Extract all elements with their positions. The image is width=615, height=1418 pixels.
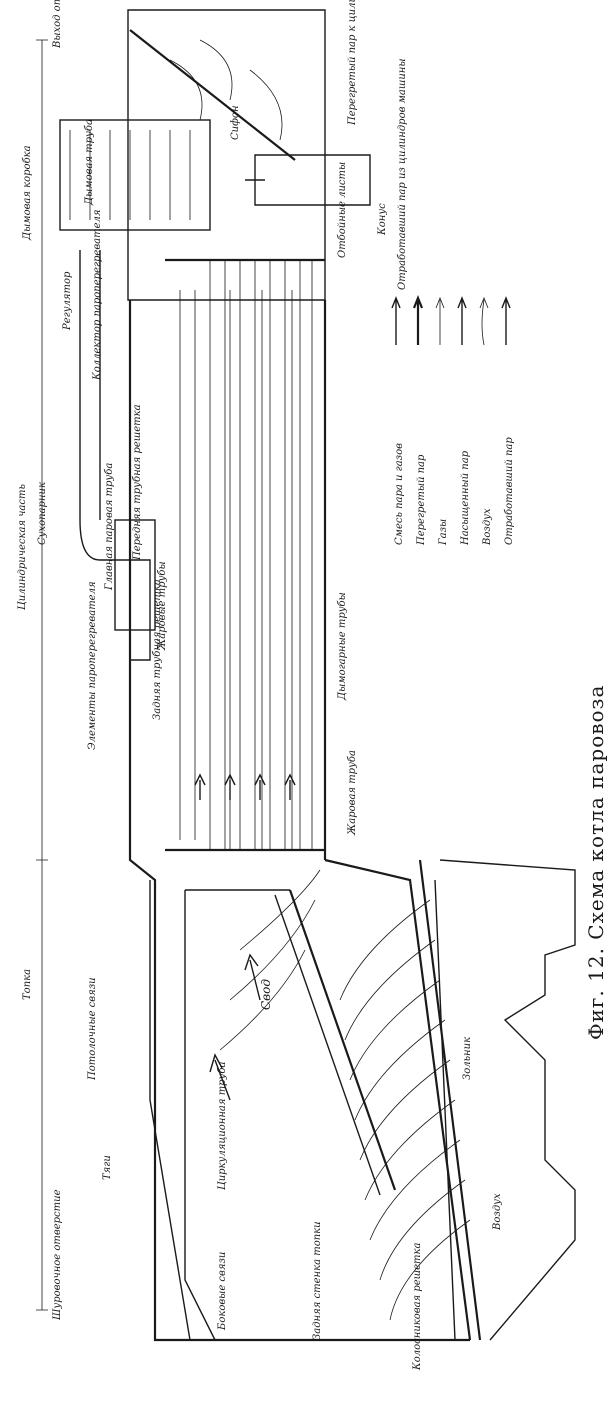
label-flame-tube: Жаровая труба: [347, 750, 358, 836]
label-backhead: Задняя стенка топки: [312, 1221, 323, 1340]
label-circulation-tube: Циркуляционная труба: [217, 1062, 228, 1190]
label-crown-stays: Потолочные связи: [87, 977, 98, 1081]
label-from-cylinders: Отработавший пар из цилиндров машины: [397, 59, 408, 291]
label-smokebox: Дымовая коробка: [22, 145, 33, 241]
label-regulator: Регулятор: [62, 271, 73, 331]
label-superheater-header: Коллектор пароперегревателя: [92, 209, 103, 381]
flame-lines: [219, 869, 471, 1321]
label-top-exhaust: Выход отработанного пара: [52, 0, 63, 49]
label-deflector: Отбойные листы: [337, 162, 348, 258]
label-steam-dome: Сухопарник: [37, 482, 48, 545]
steam-pipe: [79, 250, 156, 661]
label-air: Воздух: [492, 1193, 503, 1231]
svg-text:Отработавший пар: Отработавший пар: [504, 437, 515, 545]
label-chimney: Дымовая труба: [84, 119, 95, 206]
label-stays: Тяги: [102, 1155, 113, 1180]
label-cone: Конус: [377, 203, 388, 236]
figure-caption: Фиг. 12. Схема котла паровоза: [584, 685, 608, 1040]
tube-bundle: [165, 258, 325, 852]
label-siphon: Сифон: [230, 105, 241, 140]
label-grate: Колосниковая решетка: [412, 1242, 423, 1371]
flow-arrows: [194, 773, 296, 1101]
label-arch: Свод: [259, 979, 273, 1010]
label-rear-tube-sheet: Задняя трубная решетка: [152, 579, 163, 720]
legend-item: Отработавший пар: [501, 296, 515, 545]
label-steam-pipe: Главная паровая труба: [104, 463, 115, 591]
label-firedoor: Шуровочное отверстие: [52, 1189, 63, 1321]
label-boiler-barrel: Цилиндрическая часть: [17, 484, 28, 610]
legend-item: Перегретый пар: [412, 295, 427, 546]
label-ashpan: Зольник: [462, 1037, 473, 1080]
svg-text:Насыщенный пар: Насыщенный пар: [460, 450, 471, 546]
label-to-cylinders: Перегретый пар к цилиндрам машины: [347, 0, 358, 126]
legend-item: Воздух: [479, 296, 493, 546]
dimension-lines: [36, 39, 48, 1311]
legend-item: Газы: [435, 296, 449, 546]
legend-item: Насыщенный пар: [457, 296, 471, 546]
svg-text:Воздух: Воздух: [482, 508, 493, 546]
label-big-tubes: Жаровые трубы: [157, 561, 168, 651]
label-side-stays: Боковые связи: [217, 1252, 228, 1331]
label-firebox: Топка: [22, 969, 33, 1000]
legend-item: Смесь пара и газов: [391, 296, 405, 545]
labels-group: Выход отработанного пара Дымовая коробка…: [17, 0, 503, 1371]
label-superheater-elements: Элементы пароперегревателя: [87, 581, 98, 750]
label-fire-tubes: Дымогарные трубы: [337, 592, 348, 701]
svg-text:Перегретый пар: Перегретый пар: [416, 454, 427, 546]
label-front-tube-sheet: Передняя трубная решетка: [132, 404, 143, 561]
boiler-outline: [59, 9, 576, 1342]
smokebox-internals: [129, 29, 371, 206]
legend: Смесь пара и газов Перегретый пар Газы Н…: [391, 295, 515, 546]
svg-text:Смесь пара и газов: Смесь пара и газов: [394, 443, 405, 545]
svg-text:Газы: Газы: [438, 519, 449, 546]
